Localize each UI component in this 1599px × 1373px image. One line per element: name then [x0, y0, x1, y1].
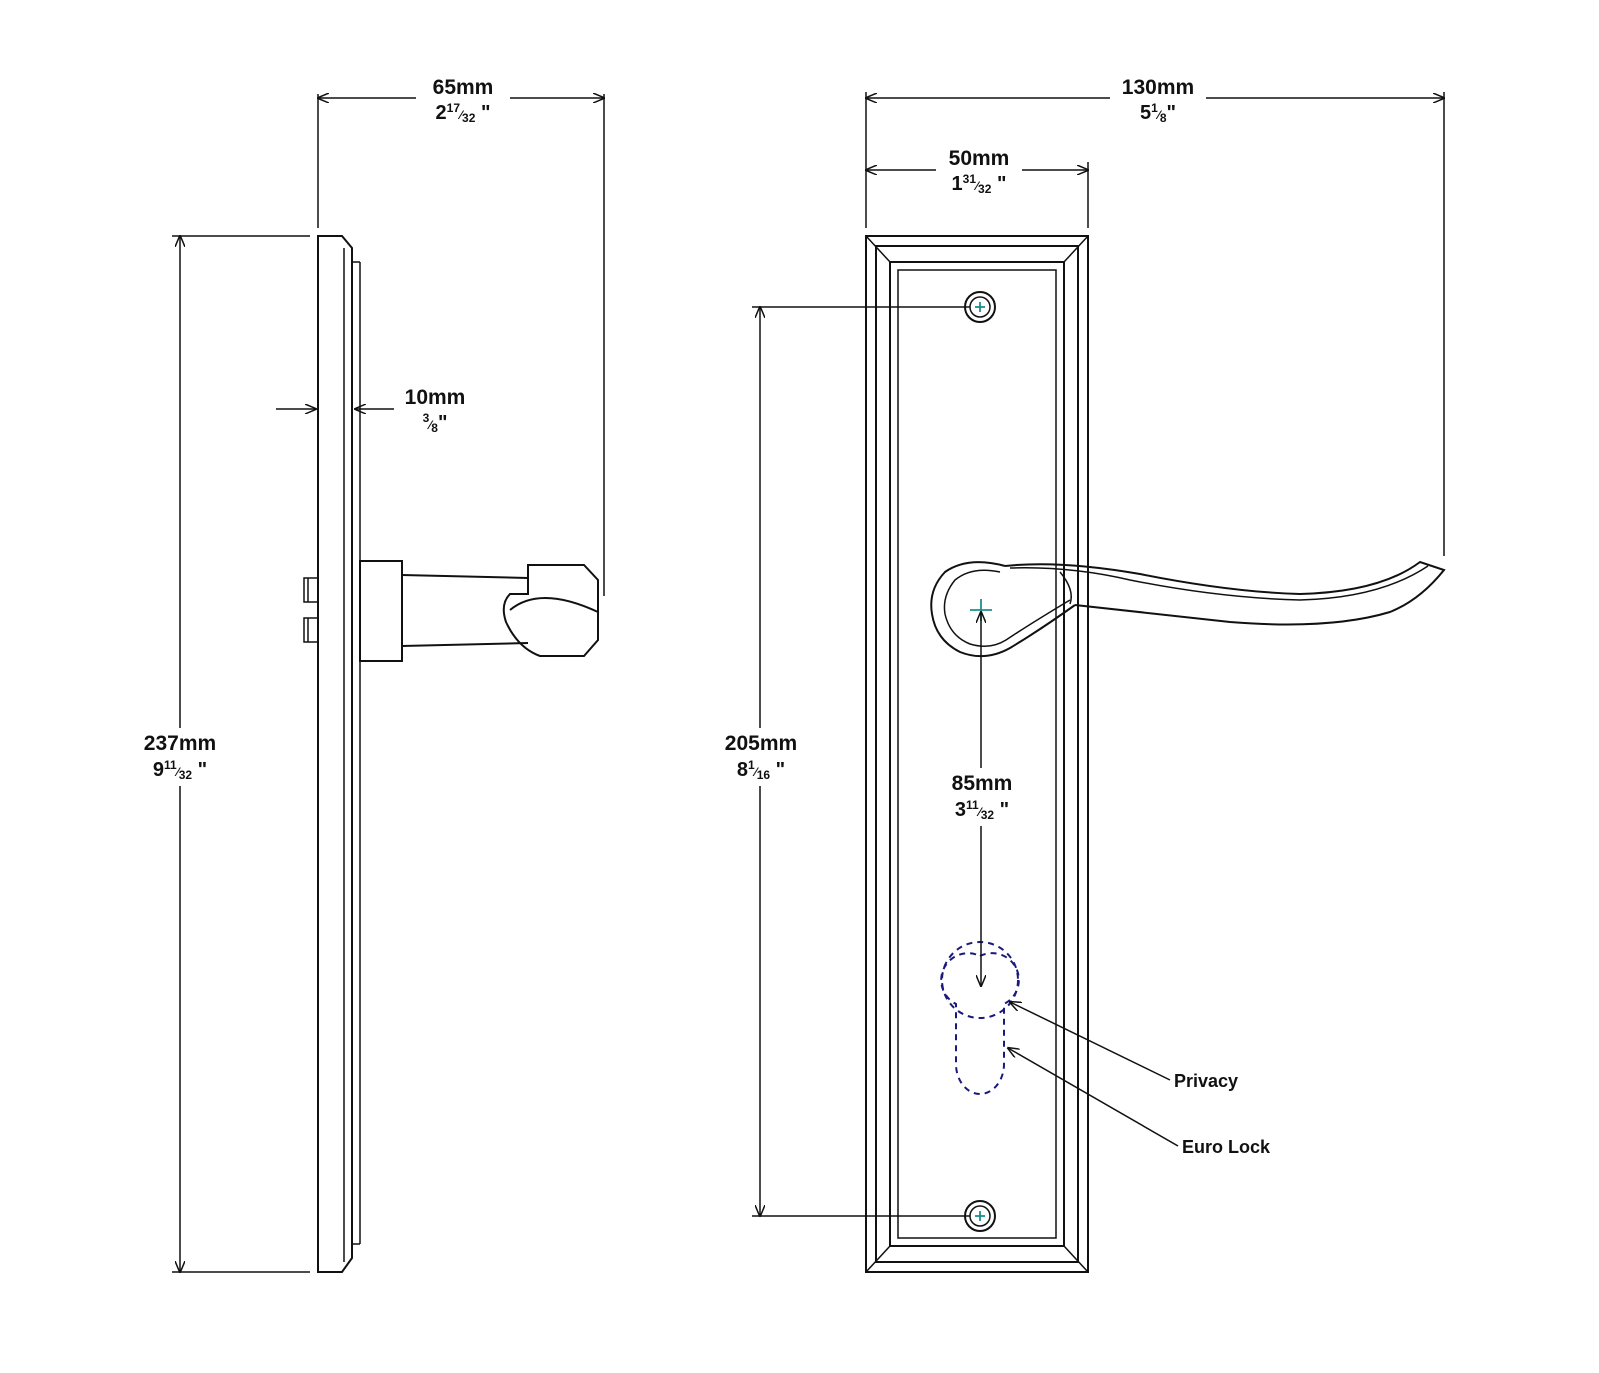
- front-lever-arm: [1004, 560, 1446, 626]
- dim-10-inch: 3⁄8": [423, 411, 448, 435]
- dim-65-label-bg: [416, 74, 510, 126]
- euro-lock-label: Euro Lock: [1182, 1137, 1271, 1157]
- euro-lock-leader: [1008, 1048, 1179, 1147]
- dim-205-label-bg: [716, 728, 806, 786]
- dim-130-inch: 51⁄8": [1140, 101, 1176, 125]
- front-view: 130mm 51⁄8" 50mm 131⁄32 " 205mm 81⁄16 " …: [716, 74, 1446, 1273]
- dim-65-inch: 217⁄32 ": [436, 101, 491, 125]
- front-lever-rose-inner: [943, 569, 1071, 647]
- dim-237-label-bg: [132, 728, 228, 786]
- dim-50-label-bg: [936, 146, 1022, 198]
- front-backplate-panel: [897, 269, 1057, 1239]
- side-backplate-outline: [317, 235, 353, 1273]
- front-bevel-corners: [865, 235, 1089, 1273]
- dim-85-mm: 85mm: [952, 772, 1013, 795]
- privacy-label: Privacy: [1174, 1071, 1238, 1091]
- dim-10-mm: 10mm: [405, 386, 466, 409]
- side-fixing-lugs: [303, 577, 319, 643]
- dim-85-inch: 311⁄32 ": [955, 798, 1009, 822]
- privacy-cutout: [941, 941, 1019, 1019]
- dim-130-label-bg: [1110, 74, 1206, 126]
- dim-50-inch: 131⁄32 ": [952, 172, 1007, 196]
- front-backplate-bevel: [875, 245, 1079, 1263]
- privacy-leader: [1010, 1002, 1171, 1081]
- front-lever-rose: [930, 561, 1076, 658]
- front-backplate-outer: [865, 235, 1089, 1273]
- front-lever-arm-edge: [1059, 571, 1072, 605]
- side-rose: [359, 560, 403, 662]
- front-lever-arm-highlight: [1009, 565, 1429, 601]
- dim-85-label-bg: [940, 768, 1024, 826]
- dim-205-inch: 81⁄16 ": [737, 758, 785, 782]
- side-lever-head: [502, 564, 599, 657]
- dim-65-mm: 65mm: [433, 76, 494, 99]
- front-backplate-inner: [889, 261, 1065, 1247]
- side-lever-grip-curve: [509, 597, 599, 613]
- side-lever-neck: [401, 574, 529, 647]
- dim-237-mm: 237mm: [144, 732, 216, 755]
- dim-237-inch: 911⁄32 ": [153, 758, 207, 782]
- euro-lock-cutout: [940, 952, 1020, 1095]
- dim-205-mm: 205mm: [725, 732, 797, 755]
- dim-50-mm: 50mm: [949, 147, 1010, 170]
- side-view: 65mm 217⁄32 " 237mm 911⁄32 " 10mm 3⁄8": [132, 74, 604, 1273]
- dim-130-mm: 130mm: [1122, 76, 1194, 99]
